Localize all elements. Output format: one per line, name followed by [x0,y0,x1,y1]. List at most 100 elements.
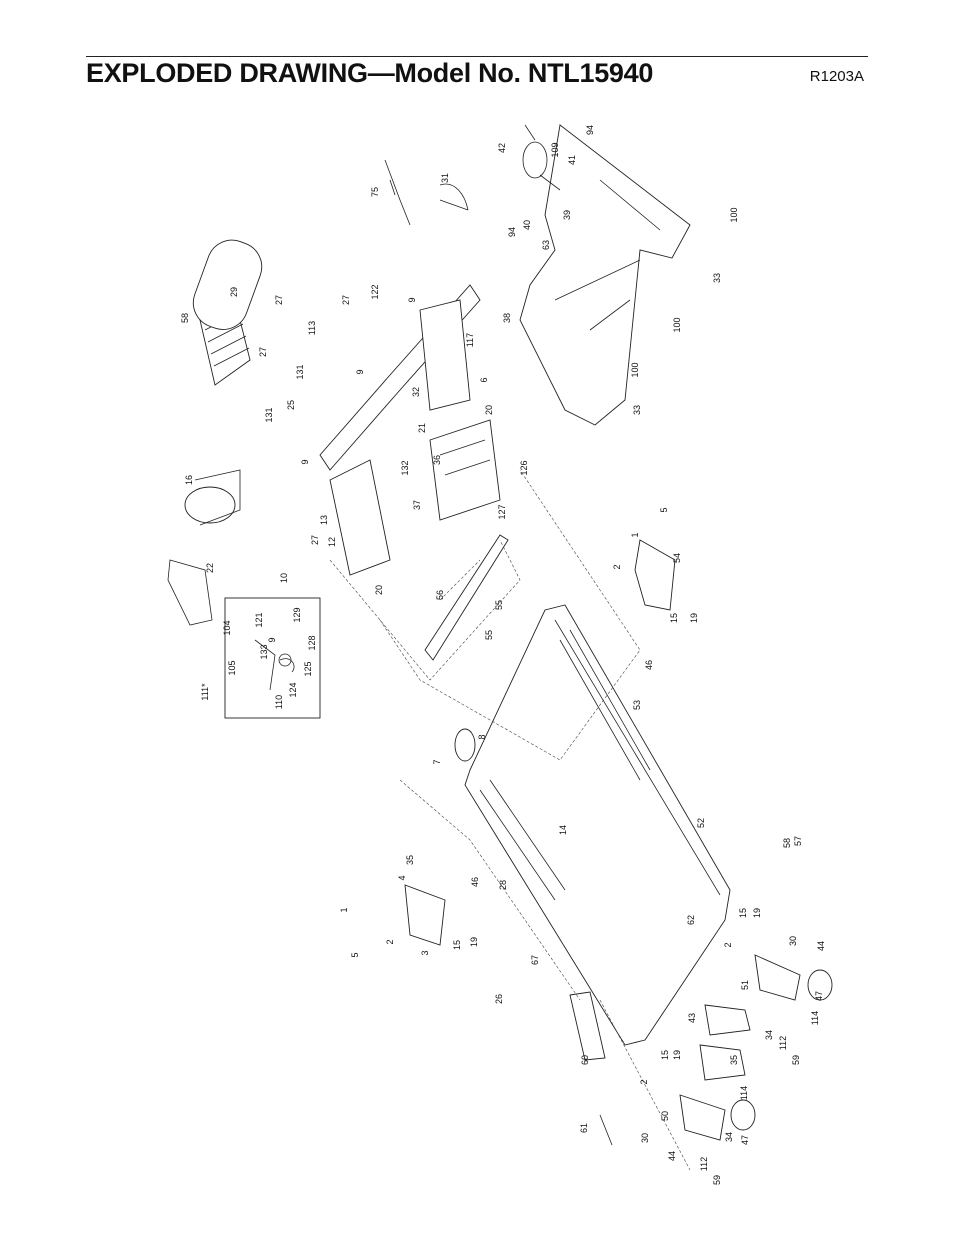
rear-foot-left [679,1094,756,1141]
part-callout: 15 [452,940,462,950]
part-callout: 47 [814,991,824,1001]
side-rail [424,534,509,661]
part-callout: 94 [507,227,517,237]
inset-box [224,597,321,719]
part-callout: 27 [341,295,351,305]
part-callout: 100 [672,317,682,332]
part-callout: 30 [640,1133,650,1143]
part-callout: 16 [184,475,194,485]
warning-decal [569,991,606,1061]
part-callout: 27 [310,535,320,545]
incline-motor [429,419,501,521]
part-callout: 2 [639,1079,649,1084]
part-callout: 59 [791,1055,801,1065]
part-callout: 125 [303,661,313,676]
part-callout: 15 [660,1050,670,1060]
part-callout: 46 [644,660,654,670]
part-callout: 2 [612,564,622,569]
part-callout: 19 [689,613,699,623]
part-callout: 31 [440,173,450,183]
part-callout: 27 [258,347,268,357]
inset-parts [254,639,295,691]
part-callout: 7 [432,759,442,764]
part-callout: 59 [712,1175,722,1185]
part-callout: 132 [400,460,410,475]
part-callout: 15 [669,613,679,623]
part-callout: 121 [254,612,264,627]
part-callout: 133 [259,644,269,659]
part-callout: 36 [432,455,442,465]
part-callout: 19 [752,908,762,918]
part-callout: 111* [200,683,210,701]
part-callout: 2 [723,942,733,947]
upright-bracket-left [404,884,446,946]
part-callout: 20 [484,405,494,415]
part-callout: 35 [729,1055,739,1065]
part-callout: 57 [793,836,803,846]
part-callout: 34 [724,1132,734,1142]
part-callout: 14 [558,825,568,835]
foot-covers [699,1004,751,1081]
part-callout: 63 [541,240,551,250]
part-callout: 29 [229,287,239,297]
part-callout: 6 [479,377,489,382]
part-callout: 131 [295,364,305,379]
key [599,1114,613,1146]
part-callout: 30 [788,936,798,946]
part-callout: 114 [810,1011,820,1025]
part-callout: 4 [397,875,407,880]
motor-hood [519,124,691,426]
part-callout: 9 [267,637,277,642]
part-callout: 54 [672,553,682,563]
part-callout: 117 [465,333,475,347]
part-callout: 131 [264,407,274,422]
part-callout: 44 [667,1151,677,1161]
part-callout: 10 [279,573,289,583]
part-callout: 13 [319,515,329,525]
part-callout: 19 [469,937,479,947]
part-callout: 5 [350,952,360,957]
part-callout: 129 [292,607,302,622]
part-callout: 19 [672,1050,682,1060]
part-callout: 60 [580,1055,590,1065]
part-callout: 35 [405,855,415,865]
front-roller [454,728,476,762]
part-callout: 39 [562,210,572,220]
drawing-code: R1203A [809,68,864,85]
wire-harness [384,159,469,226]
part-callout: 100 [729,207,739,222]
part-callout: 5 [659,507,669,512]
walking-deck [464,604,731,1046]
part-callout: 75 [370,187,380,197]
part-callout: 58 [782,838,792,848]
part-callout: 55 [484,630,494,640]
part-callout: 110 [274,695,284,709]
part-callout: 51 [740,980,750,990]
part-callout: 33 [632,405,642,415]
part-callout: 126 [519,460,529,475]
part-callout: 113 [307,321,317,335]
drive-belt [167,559,213,626]
part-callout: 8 [477,734,487,739]
part-callout: 43 [687,1013,697,1023]
part-callout: 112 [699,1157,709,1171]
part-callout: 105 [227,660,237,675]
part-callout: 41 [567,155,577,165]
part-callout: 114 [739,1086,749,1100]
part-callout: 112 [778,1036,788,1050]
part-callout: 50 [660,1111,670,1121]
part-callout: 22 [205,563,215,573]
part-callout: 2 [385,939,395,944]
part-callout: 67 [530,955,540,965]
drive-motor [184,239,263,526]
part-callout: 62 [686,915,696,925]
part-callout: 56 [435,590,445,600]
part-callout: 1 [339,907,349,912]
part-callout: 1 [630,532,640,537]
part-callout: 26 [494,994,504,1004]
power-cord [522,124,561,191]
part-callout: 38 [502,313,512,323]
part-callout: 58 [180,313,190,323]
